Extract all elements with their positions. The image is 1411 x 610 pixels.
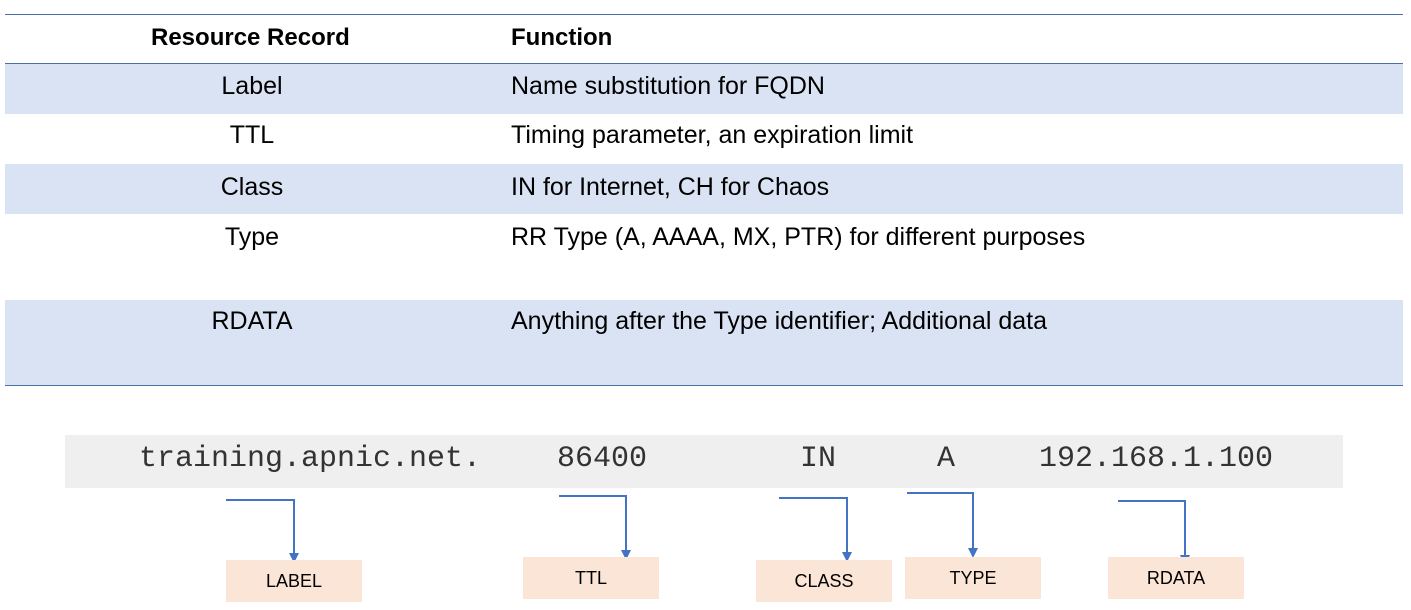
- example-record-bar: [65, 435, 1343, 488]
- arrow-type: [907, 492, 978, 558]
- tag-rdata: RDATA: [1108, 557, 1244, 599]
- arrow-ttl: [559, 495, 631, 560]
- row-label-record: Label: [221, 72, 283, 100]
- row-rdata-function: Anything after the Type identifier; Addi…: [511, 307, 1048, 335]
- header-function: Function: [511, 24, 613, 51]
- header-bottom-rule: [5, 63, 1403, 64]
- row-band-class: [5, 164, 1403, 214]
- tag-ttl: TTL: [523, 557, 659, 599]
- row-class-function: IN for Internet, CH for Chaos: [511, 173, 830, 201]
- row-rdata-record: RDATA: [211, 307, 293, 335]
- header-resource-record: Resource Record: [151, 24, 350, 51]
- table-bottom-rule: [5, 385, 1403, 386]
- row-ttl-record: TTL: [229, 121, 275, 149]
- example-class: IN: [800, 442, 837, 476]
- tag-label: LABEL: [226, 560, 362, 602]
- example-ttl: 86400: [557, 442, 648, 476]
- row-type-function: RR Type (A, AAAA, MX, PTR) for different…: [511, 223, 1086, 251]
- row-band-label: [5, 64, 1403, 114]
- example-rdata: 192.168.1.100: [1039, 442, 1274, 476]
- arrow-label: [226, 499, 299, 563]
- arrow-rdata: [1118, 500, 1190, 565]
- example-type: A: [937, 442, 956, 476]
- tag-type: TYPE: [905, 557, 1041, 599]
- example-label: training.apnic.net.: [139, 442, 482, 476]
- row-class-record: Class: [220, 173, 284, 201]
- tag-class: CLASS: [756, 560, 892, 602]
- table-top-rule: [5, 14, 1403, 15]
- row-type-record: Type: [224, 223, 280, 251]
- arrow-class: [779, 497, 852, 562]
- row-ttl-function: Timing parameter, an expiration limit: [511, 121, 914, 149]
- row-band-rdata: [5, 300, 1403, 385]
- row-label-function: Name substitution for FQDN: [511, 72, 825, 100]
